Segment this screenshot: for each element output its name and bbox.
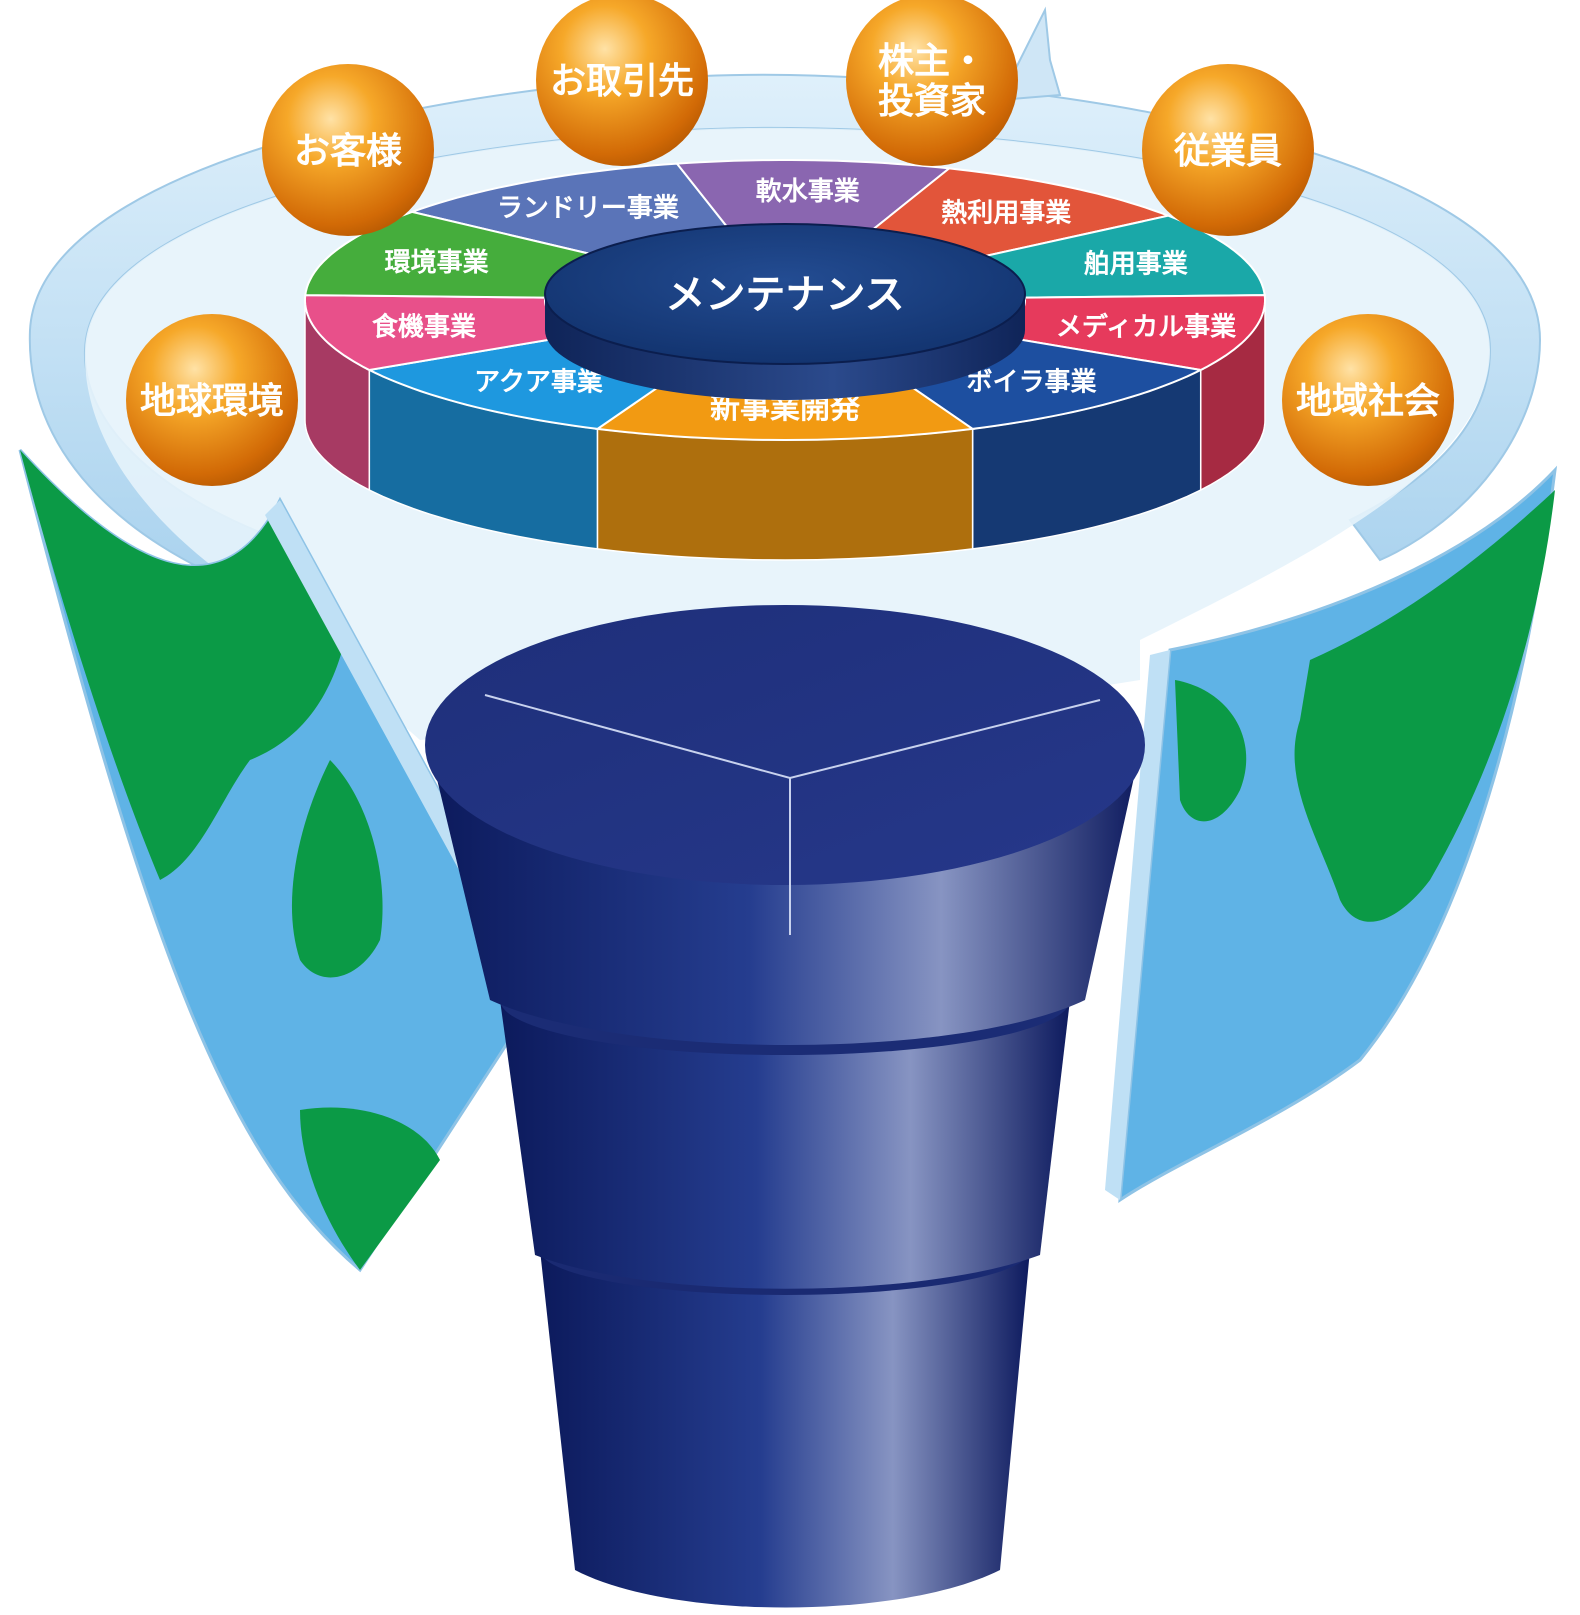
- map-land-left-north: [20, 450, 345, 880]
- stakeholder-sphere-employees: [1142, 64, 1314, 236]
- stakeholder-label-employees: 従業員: [1173, 131, 1282, 172]
- segment-label-aqua: アクア事業: [474, 368, 603, 398]
- stakeholder-label-community: 地域社会: [1296, 381, 1440, 422]
- right-band-edge: [1105, 650, 1170, 1200]
- segment-label-marine: 舶用事業: [1084, 250, 1188, 280]
- hub-top: [544, 223, 1026, 365]
- business-disc: ランドリー事業軟水事業熱利用事業舶用事業メディカル事業ボイラ事業新事業開発アクア…: [304, 159, 1266, 442]
- segment-label-food: 食機事業: [372, 311, 476, 342]
- segment-side-newbiz: [596, 428, 974, 561]
- stakeholder-sphere-environment: [126, 314, 298, 486]
- segment-label-boiler: ボイラ事業: [966, 368, 1096, 398]
- cylinder-tier-bottom: [540, 1250, 1030, 1608]
- map-land-right-west: [1175, 680, 1247, 822]
- stakeholder-sphere-community: [1282, 314, 1454, 486]
- maintenance-hub: メンテナンス: [544, 223, 1026, 400]
- business-disc-sides: [304, 299, 1266, 561]
- segment-label-heat: 熱利用事業: [941, 198, 1071, 228]
- stakeholder-sphere-partners: [536, 0, 708, 166]
- stakeholder-sphere-customers: [262, 64, 434, 236]
- stakeholder-label-environment: 地球環境: [140, 381, 284, 422]
- map-land-right-north: [1294, 490, 1555, 922]
- stakeholder-label-shareholders: 株主・投資家: [878, 41, 986, 122]
- segment-label-softwater: 軟水事業: [756, 176, 860, 207]
- stakeholder-sphere-shareholders: [846, 0, 1018, 166]
- segment-label-medical: メディカル事業: [1056, 311, 1236, 342]
- stakeholder-label-customers: お客様: [294, 131, 403, 172]
- stakeholder-label-partners: お取引先: [550, 61, 694, 102]
- map-land-left-east: [291, 760, 383, 978]
- segment-label-env: 環境事業: [385, 247, 489, 278]
- hub-label: メンテナンス: [665, 272, 904, 318]
- cylinder-divider-lines: [484, 694, 1101, 935]
- pedestal-cylinder: [425, 605, 1145, 1608]
- segment-label-laundry: ランドリー事業: [497, 194, 679, 224]
- cylinder-tier-middle: [500, 1000, 1070, 1289]
- map-land-left-south: [300, 1107, 440, 1270]
- cylinder-top-face: [425, 605, 1145, 885]
